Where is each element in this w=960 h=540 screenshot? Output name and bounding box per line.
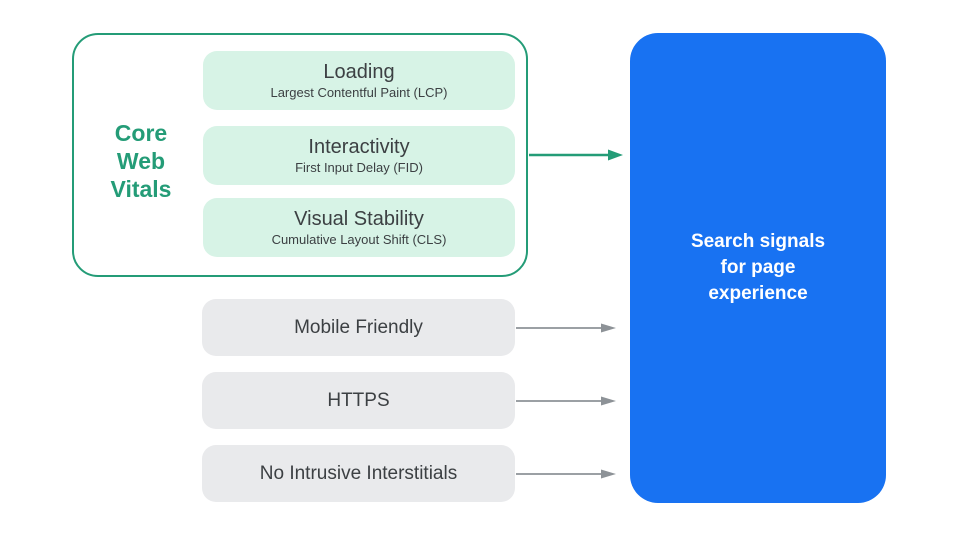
- vital-title: Visual Stability: [294, 207, 424, 230]
- arrow-mobile-friendly-icon: [516, 323, 616, 333]
- vital-title: Interactivity: [308, 135, 410, 158]
- vital-box-interactivity: Interactivity First Input Delay (FID): [203, 126, 515, 185]
- signal-box-no-intrusive-interstitials: No Intrusive Interstitials: [202, 445, 515, 502]
- arrow-core-web-vitals-icon: [529, 149, 623, 161]
- signal-label: Mobile Friendly: [294, 316, 423, 338]
- vital-subtitle: First Input Delay (FID): [295, 159, 423, 175]
- search-signals-label: Search signals for page experience: [690, 231, 826, 304]
- signal-box-mobile-friendly: Mobile Friendly: [202, 299, 515, 356]
- core-web-vitals-label: Core Web Vitals: [110, 120, 172, 202]
- vital-subtitle: Cumulative Layout Shift (CLS): [271, 231, 447, 247]
- arrow-https-icon: [516, 396, 616, 406]
- signal-label: HTTPS: [327, 389, 390, 411]
- search-signals-box: Search signals for page experience: [630, 33, 886, 503]
- vital-box-loading: Loading Largest Contentful Paint (LCP): [203, 51, 515, 110]
- signal-box-https: HTTPS: [202, 372, 515, 429]
- vital-box-visual-stability: Visual Stability Cumulative Layout Shift…: [203, 198, 515, 257]
- arrow-no-intrusive-interstitials-icon: [516, 469, 616, 479]
- signal-label: No Intrusive Interstitials: [259, 462, 458, 484]
- vital-title: Loading: [323, 60, 395, 83]
- vital-subtitle: Largest Contentful Paint (LCP): [270, 84, 448, 100]
